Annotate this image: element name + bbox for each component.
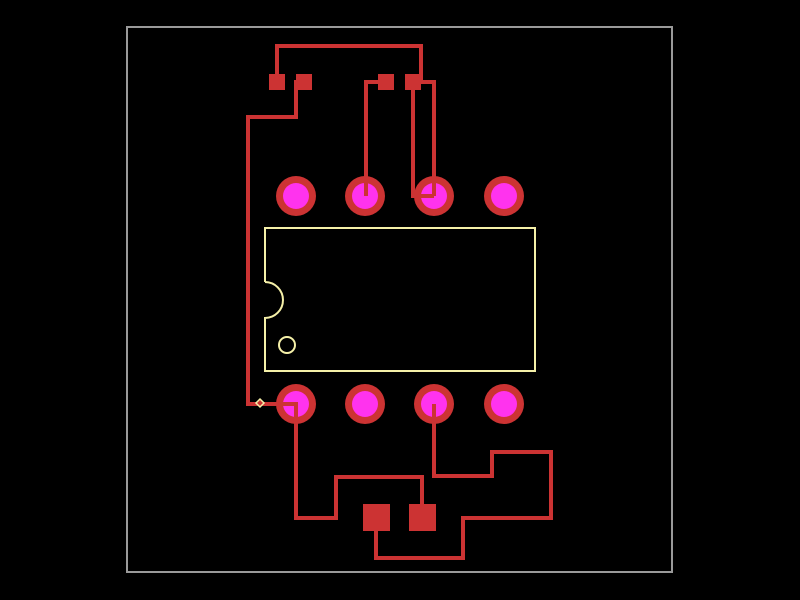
pad-hole xyxy=(491,183,517,209)
trace-overlay xyxy=(276,150,436,425)
c3-pad-a[interactable] xyxy=(363,504,390,531)
marker-layer xyxy=(254,397,266,409)
smd-pad-layer xyxy=(269,74,436,531)
pad-hole xyxy=(283,183,309,209)
pad-hole xyxy=(491,391,517,417)
c2-pad-a[interactable] xyxy=(378,74,394,90)
trace-stub xyxy=(276,402,298,420)
silkscreen-layer xyxy=(264,227,536,372)
board-outline xyxy=(126,26,673,573)
c1-pad-b[interactable] xyxy=(296,74,312,90)
c1-pad-a[interactable] xyxy=(269,74,285,90)
pin1-marker-icon xyxy=(278,336,296,354)
board-outline-layer xyxy=(126,26,673,573)
trace-top-bridge[interactable] xyxy=(275,44,423,84)
trace-stub xyxy=(411,150,434,198)
pin-5[interactable] xyxy=(484,176,524,216)
ic-body-silkscreen xyxy=(264,227,536,372)
pin-8[interactable] xyxy=(276,176,316,216)
pin-4[interactable] xyxy=(484,384,524,424)
through-hole-pad-layer xyxy=(276,150,524,425)
trace-pin1-down[interactable] xyxy=(294,402,424,520)
c2-pad-b[interactable] xyxy=(405,74,421,90)
origin-marker-icon xyxy=(254,397,266,409)
pad-hole xyxy=(352,391,378,417)
c3-pad-b[interactable] xyxy=(409,504,436,531)
pin-2[interactable] xyxy=(345,384,385,424)
trace-pin3-loop[interactable] xyxy=(374,402,553,560)
